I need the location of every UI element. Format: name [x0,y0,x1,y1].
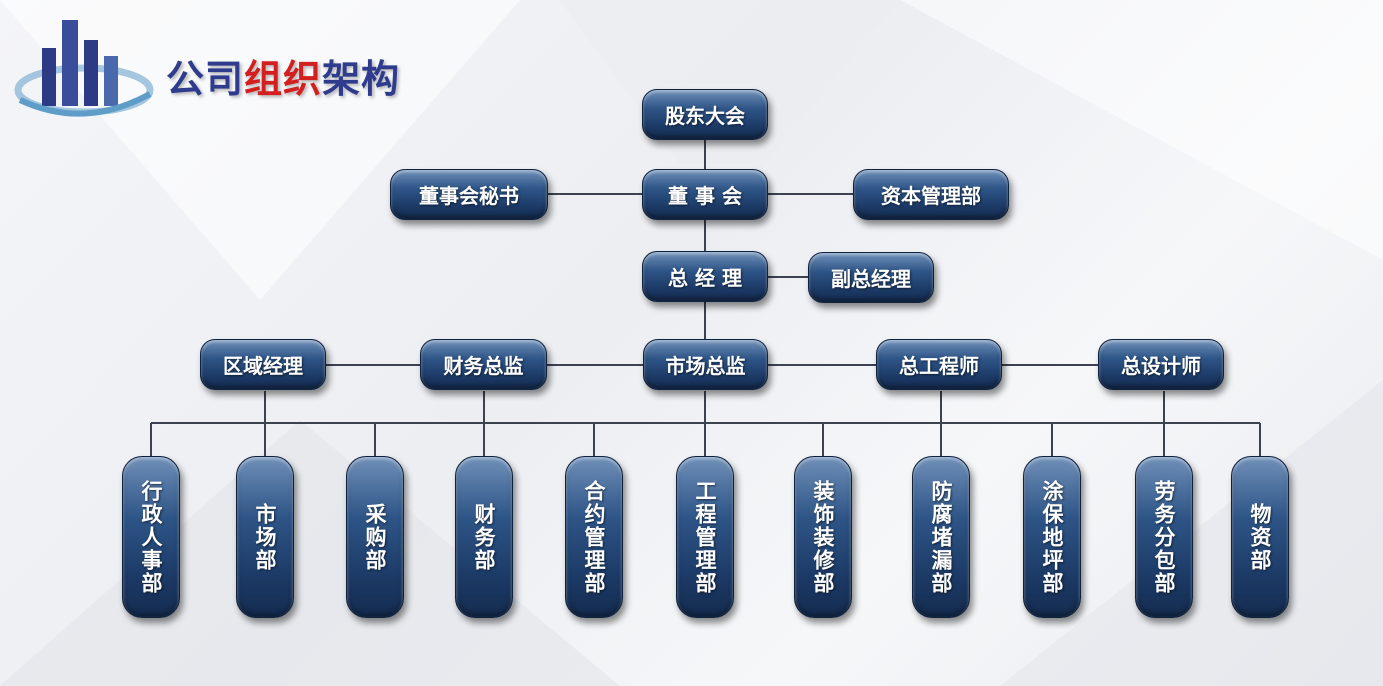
dept-market: 市场部 [236,456,294,618]
node-regional-manager: 区域经理 [200,339,326,390]
dept-decoration: 装饰装修部 [794,456,852,618]
page-title: 公司组织架构 [166,57,401,101]
node-market-director: 市场总监 [643,339,768,390]
node-board-of-directors: 董 事 会 [642,169,768,220]
node-chief-designer: 总设计师 [1098,339,1224,390]
dept-engineering-management: 工程管理部 [676,456,734,618]
dept-coating-flooring: 涂保地坪部 [1023,456,1081,618]
building-bars-logo-icon [14,20,154,117]
dept-contract-management: 合约管理部 [565,456,623,618]
node-capital-management: 资本管理部 [853,169,1009,220]
dept-labor-subcontract: 劳务分包部 [1135,456,1193,618]
node-chief-engineer: 总工程师 [876,339,1002,390]
node-board-secretary: 董事会秘书 [390,169,548,220]
node-finance-director: 财务总监 [420,339,547,390]
dept-finance: 财务部 [455,456,513,618]
dept-procurement: 采购部 [346,456,404,618]
dept-anticorrosion-leak: 防腐堵漏部 [912,456,970,618]
node-shareholders-meeting: 股东大会 [642,89,768,140]
node-general-manager: 总 经 理 [642,251,768,302]
dept-admin-hr: 行政人事部 [122,456,180,618]
dept-materials: 物资部 [1231,456,1289,618]
node-deputy-general-manager: 副总经理 [808,252,934,303]
